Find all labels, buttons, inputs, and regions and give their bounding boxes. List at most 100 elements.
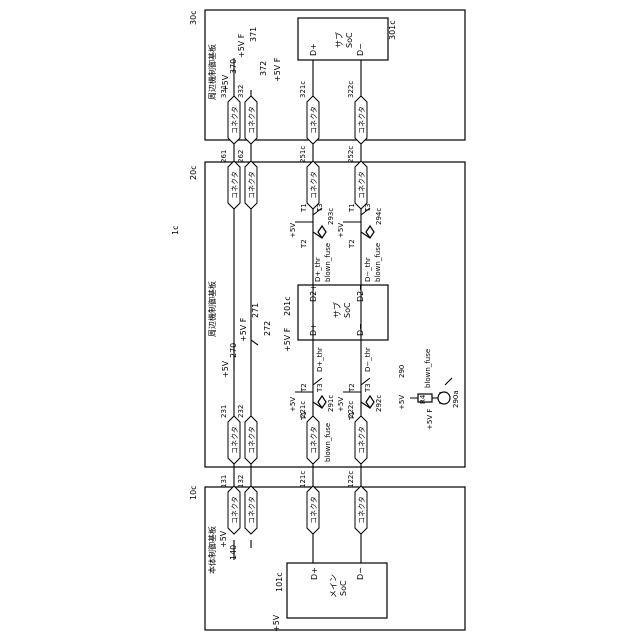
connector-132-ref: 132 [237, 475, 245, 488]
switch-294c-t3: T3 [364, 203, 372, 213]
connector-262-label: コネクタ [247, 171, 256, 199]
peripheral-board-ref: 30c [189, 10, 198, 25]
power-371-label: +5V F [237, 33, 246, 58]
peripheral-soc-port-m: D− [356, 43, 365, 56]
switch-292c-ref: 292c [375, 395, 383, 412]
power-270-label: +5V [221, 360, 230, 378]
connector-252c-ref: 252c [347, 146, 355, 163]
switch-293c-fuse: blown_fuse [324, 243, 332, 282]
connector-132-label: コネクタ [247, 496, 256, 524]
connector-122c-ref: 122c [347, 471, 355, 488]
peripheral-soc-supply: +5V F [273, 57, 282, 82]
relay-board-title: 周辺機制御基板 [207, 281, 217, 337]
switch-293c-thr: D+_thr [314, 257, 322, 282]
power-140-ref: 140 [229, 545, 238, 560]
connector-261-ref: 261 [220, 150, 228, 163]
connector-321c-label: コネクタ [309, 106, 318, 134]
switch-294c-thr: D−_thr [364, 257, 372, 282]
switch-291c-t2: T2 [300, 383, 308, 393]
switch-292c-t2: T2 [348, 383, 356, 393]
power-271-ref: 271 [251, 303, 260, 318]
power-140-label: +5V [219, 530, 228, 548]
connector-322c-label: コネクタ [357, 106, 366, 134]
switch-291c-supply: +5V [289, 397, 297, 412]
switch-293c-t3: T3 [316, 203, 324, 213]
switch-291c-ref: 291c [327, 395, 335, 412]
connector-131-label: コネクタ [230, 496, 239, 524]
power-371-ref: 371 [249, 27, 258, 42]
fuse-detect-supply-top: +5V [398, 395, 406, 410]
switch-292c-supply: +5V [337, 397, 345, 412]
main-soc-port-m: D− [356, 567, 365, 580]
relay-soc-ref: 201c [283, 296, 292, 316]
connector-321c-ref: 321c [299, 81, 307, 98]
main-board-title: 本体制御基板 [207, 526, 217, 574]
connector-121c-ref: 121c [299, 471, 307, 488]
power-372-ref: 372 [259, 61, 268, 76]
switch-294c-supply: +5V [337, 223, 345, 238]
main-board-ref: 10c [189, 485, 198, 500]
relay-soc-name1: サブ [332, 302, 342, 318]
connector-121c-label: コネクタ [309, 496, 318, 524]
switch-294c-ref: 294c [375, 208, 383, 225]
main-soc-port-p: D+ [310, 567, 319, 580]
switch-293c-t1: T1 [300, 203, 308, 213]
switch-293c-t2: T2 [300, 239, 308, 249]
switch-293c-supply: +5V [289, 223, 297, 238]
main-soc-name1: メイン [329, 574, 338, 598]
switch-294c-t1: T1 [348, 203, 356, 213]
power-370-ref: 370 [229, 59, 238, 74]
connector-262-ref: 262 [237, 150, 245, 163]
connector-322c-ref: 322c [347, 81, 355, 98]
switch-292c-t1: T1 [348, 411, 356, 421]
switch-291c-thr: D+_thr [316, 347, 324, 372]
peripheral-soc-name2: SoC [345, 32, 354, 48]
connector-251c-ref: 251c [299, 146, 307, 163]
connector-332-label: コネクタ [247, 106, 256, 134]
fuse-detect-fuse: blown_fuse [424, 349, 432, 388]
peripheral-soc-name1: サブ [334, 32, 344, 48]
peripheral-soc-port-p: D+ [309, 43, 318, 56]
figure-ref: 1c [171, 226, 180, 236]
connector-232-ref: 232 [237, 405, 245, 418]
switch-294c-t2: T2 [348, 239, 356, 249]
connector-131-ref: 131 [220, 475, 228, 488]
connector-122c-label: コネクタ [357, 496, 366, 524]
switch-292c-t3: T3 [364, 383, 372, 393]
main-soc-supply: +5V [272, 614, 281, 632]
peripheral-board-title: 周辺機制御基板 [207, 44, 217, 100]
connector-232-label: コネクタ [247, 426, 256, 454]
peripheral-soc-ref: 301c [388, 20, 397, 40]
main-soc: メイン SoC D+ D− 101c [275, 563, 387, 618]
relay-soc: サブ SoC D+ D− D2+ D2− 201c [283, 284, 388, 340]
relay-soc-name2: SoC [343, 302, 352, 318]
fuse-detect-ref: 290 [398, 365, 406, 378]
connector-231-ref: 231 [220, 405, 228, 418]
connector-331-label: コネクタ [230, 106, 239, 134]
connector-222c-label: コネクタ [357, 426, 366, 454]
power-270-ref: 270 [229, 343, 238, 358]
fuse-detect-subref: 290a [452, 390, 460, 408]
connector-231-label: コネクタ [230, 426, 239, 454]
connector-221c-label: コネクタ [309, 426, 318, 454]
relay-soc-supply: +5V F [283, 327, 292, 352]
switch-291c-t3: T3 [316, 383, 324, 393]
fuse-detect-resistor: R4 [419, 394, 427, 404]
relay-board-ref: 20c [189, 165, 198, 180]
switch-291c-t1: T1 [300, 411, 308, 421]
switch-291c-fuse: blown_fuse [324, 423, 332, 462]
power-370-label: +5V [221, 74, 230, 92]
main-soc-ref: 101c [275, 572, 284, 592]
connector-332-ref: 332 [237, 85, 245, 98]
switch-294c-fuse: blown_fuse [374, 243, 382, 282]
switch-293c-ref: 293c [327, 208, 335, 225]
power-272-ref: 272 [263, 321, 272, 336]
main-soc-name2: SoC [339, 580, 348, 596]
peripheral-soc: サブ SoC D+ D− 301c [298, 18, 397, 60]
connector-251c-label: コネクタ [309, 171, 318, 199]
switch-292c-thr: D−_thr [364, 347, 372, 372]
connector-252c-label: コネクタ [357, 171, 366, 199]
power-271-label: +5V F [239, 317, 248, 342]
fuse-detect-supply-bottom: +5V F [426, 409, 434, 430]
